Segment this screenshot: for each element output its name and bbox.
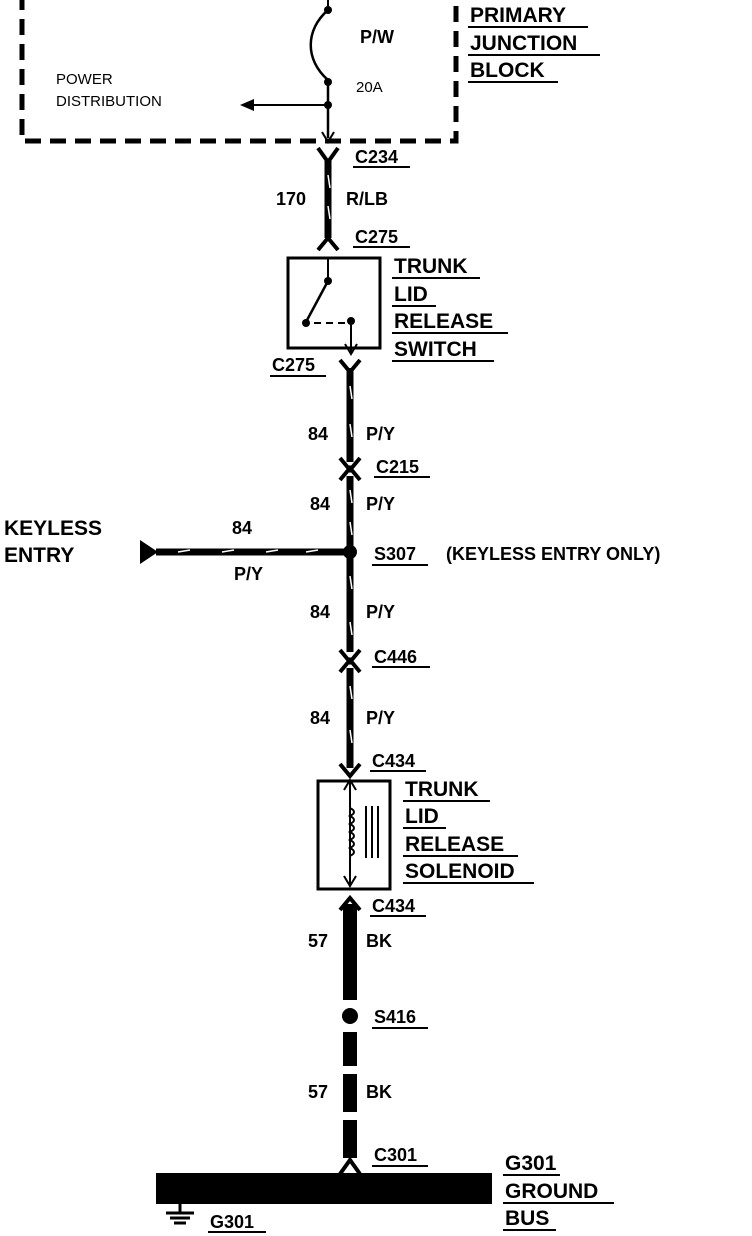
connector-c434-top-label: C434	[372, 751, 415, 771]
wire-color-pw: P/W	[360, 27, 394, 47]
connector-c434-top-icon	[338, 762, 362, 780]
ground-g301-label: G301	[210, 1212, 254, 1232]
connector-c301-icon	[338, 1156, 362, 1176]
fuse-rating-label: 20A	[356, 79, 383, 96]
solenoid-box	[316, 779, 392, 891]
trunk-switch-line-2: LID	[394, 283, 428, 306]
keyless-entry-line-2: ENTRY	[4, 544, 74, 567]
connector-c234: C234	[316, 146, 410, 168]
wire-170-color: R/LB	[346, 189, 388, 209]
junction-block-outline	[19, 0, 459, 144]
trunk-switch-line-1: TRUNK	[394, 255, 468, 278]
ground-bus-line-1: G301	[505, 1152, 557, 1175]
junction-title-line-3: BLOCK	[470, 59, 545, 82]
trunk-switch-label: TRUNK LID RELEASE SWITCH	[392, 255, 508, 362]
connector-c275-top-label: C275	[355, 227, 398, 247]
connector-c434-bottom-label: C434	[372, 896, 415, 916]
switch-icon	[302, 258, 358, 356]
wire-57-b-color: BK	[366, 1082, 392, 1102]
wire-84-keyless-circuit: 84	[232, 518, 252, 538]
wire-57-b-circuit: 57	[308, 1082, 328, 1102]
trunk-switch-box	[286, 256, 382, 350]
ground-bus-line-3: BUS	[505, 1207, 549, 1230]
wire-84-a-color: P/Y	[366, 424, 395, 444]
solenoid-coil-icon	[343, 778, 379, 888]
wire-84-keyless-color: P/Y	[234, 564, 263, 584]
solenoid-line-4: SOLENOID	[405, 860, 515, 883]
connector-c446-label: C446	[374, 647, 417, 667]
connector-c301-label: C301	[374, 1145, 417, 1165]
keyless-entry-line-1: KEYLESS	[4, 517, 102, 540]
junction-title-line-1: PRIMARY	[470, 4, 566, 27]
splice-s416-icon	[342, 1008, 358, 1024]
connector-c215-label: C215	[376, 457, 419, 477]
ground-symbol-icon	[166, 1204, 194, 1225]
power-distribution-arrow-icon	[240, 99, 328, 111]
wire-57-a-circuit: 57	[308, 931, 328, 951]
wire-84-d-circuit: 84	[310, 708, 330, 728]
junction-title-line-2: JUNCTION	[470, 32, 577, 55]
junction-output-arrow-icon	[321, 131, 335, 144]
wire-84-b-circuit: 84	[310, 494, 330, 514]
trunk-switch-line-4: SWITCH	[394, 338, 477, 361]
junction-block-title: PRIMARY JUNCTION BLOCK	[468, 4, 600, 83]
power-distribution-line-2: DISTRIBUTION	[56, 93, 162, 110]
wire-84-c-circuit: 84	[310, 602, 330, 622]
wire-57-b	[343, 1032, 357, 1158]
wire-84-d-color: P/Y	[366, 708, 395, 728]
ground-bus-bar	[156, 1173, 492, 1204]
ground-bus-label: G301 GROUND BUS	[503, 1152, 614, 1231]
solenoid-line-1: TRUNK	[405, 778, 479, 801]
keyless-entry-connector-icon	[140, 540, 158, 564]
ground-bus-line-2: GROUND	[505, 1180, 598, 1203]
splice-s307-note: (KEYLESS ENTRY ONLY)	[446, 544, 660, 564]
wire-57-a	[343, 904, 357, 1000]
wire-84-b-color: P/Y	[366, 494, 395, 514]
wire-84-a-circuit: 84	[308, 424, 328, 444]
splice-s307-label: S307	[374, 544, 416, 564]
connector-c275-bottom-label: C275	[272, 355, 315, 375]
connector-c234-label: C234	[355, 147, 398, 167]
fuse-icon	[309, 0, 332, 138]
connector-c275-top-icon	[316, 234, 340, 252]
splice-s307-icon	[343, 545, 357, 559]
keyless-entry-label: KEYLESS ENTRY	[4, 517, 102, 567]
connector-c215: C215	[338, 456, 430, 482]
connector-c446: C446	[338, 647, 430, 674]
wire-57-a-color: BK	[366, 931, 392, 951]
solenoid-line-3: RELEASE	[405, 833, 504, 856]
wire-84-c-color: P/Y	[366, 602, 395, 622]
trunk-switch-line-3: RELEASE	[394, 310, 493, 333]
wire-170-circuit: 170	[276, 189, 306, 209]
solenoid-label: TRUNK LID RELEASE SOLENOID	[403, 778, 534, 884]
solenoid-line-2: LID	[405, 805, 439, 828]
splice-s416-label: S416	[374, 1007, 416, 1027]
power-distribution-line-1: POWER	[56, 71, 113, 88]
